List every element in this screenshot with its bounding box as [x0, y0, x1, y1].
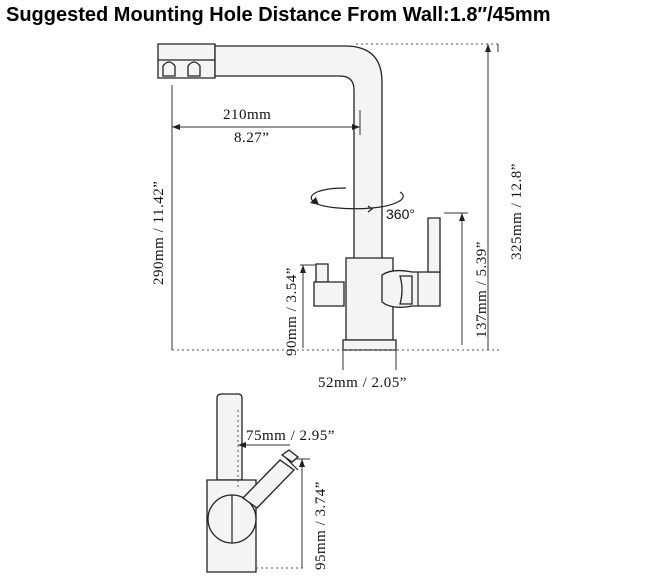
reach-in-label: 8.27” — [234, 130, 269, 146]
height-90-label: 90mm / 3.54” — [284, 267, 300, 356]
height-137-dimension — [444, 212, 468, 345]
faucet-front-view — [157, 43, 441, 351]
side-height-dimension — [256, 458, 310, 569]
side-offset-dimension — [237, 410, 290, 490]
height-290-label: 290mm / 11.42” — [151, 181, 167, 285]
rotation-indicator — [310, 187, 404, 213]
height-137-label: 137mm / 5.39” — [474, 241, 490, 338]
base-diameter-label: 52mm / 2.05” — [318, 375, 407, 391]
reach-mm-label: 210mm — [223, 107, 271, 123]
page-title: Suggested Mounting Hole Distance From Wa… — [6, 4, 551, 26]
height-290-dimension — [171, 85, 500, 351]
height-90-dimension — [300, 264, 316, 348]
height-325-label: 325mm / 12.8” — [509, 163, 525, 260]
rotation-label: 360° — [386, 206, 415, 222]
faucet-side-view — [206, 393, 300, 573]
header: Suggested Mounting Hole Distance From Wa… — [0, 0, 656, 34]
height-325-dimension — [356, 43, 499, 350]
side-offset-label: 75mm / 2.95” — [246, 428, 335, 444]
side-height-label: 95mm / 3.74” — [313, 481, 329, 570]
base-dimension — [342, 350, 397, 370]
